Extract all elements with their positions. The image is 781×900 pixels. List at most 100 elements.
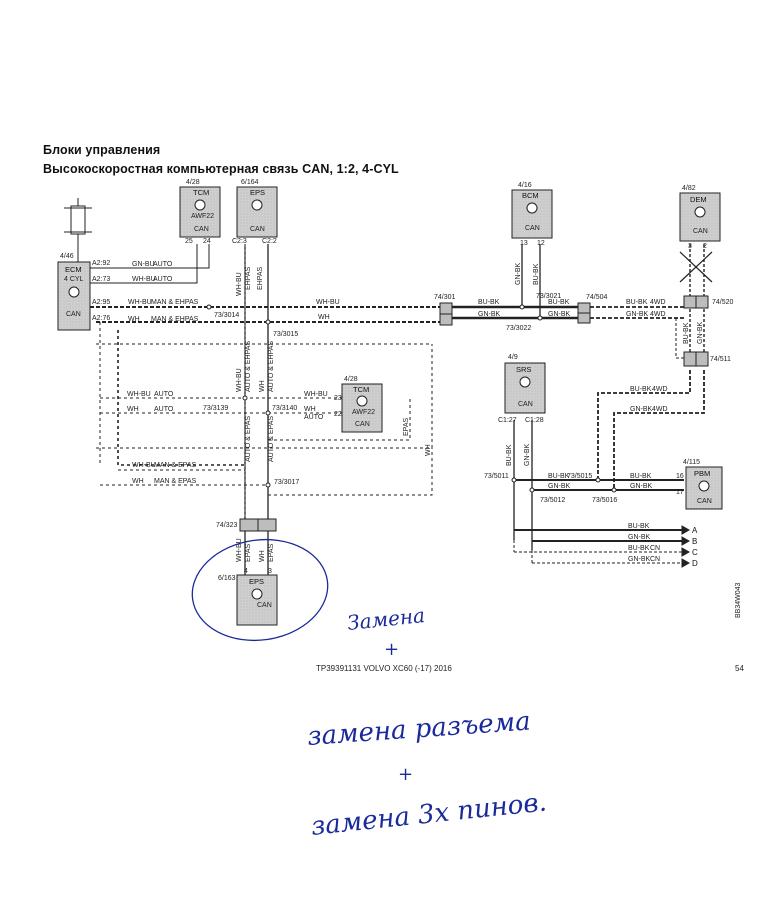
pbm-ecu-icon xyxy=(698,480,710,492)
wl-wh-4: WH xyxy=(304,406,316,413)
splice-5015-dot xyxy=(595,477,601,483)
splice-3015-dot xyxy=(265,319,271,325)
wl-gnbu-1: GN-BU xyxy=(132,261,155,268)
wl-auto-5: AUTO xyxy=(304,414,324,421)
module-dem: 4/82 DEM CAN 3 2 xyxy=(679,185,721,250)
arrow-b xyxy=(681,536,691,546)
ecm-pin-3: A2:95 xyxy=(92,299,110,306)
tcm-mid-name: TCM xyxy=(353,385,369,394)
tcm-mid-pin-1: 23 xyxy=(334,395,342,402)
eps-bottom-pin-1: 4 xyxy=(244,568,248,575)
wl-v-ehpas-2: EHPAS xyxy=(257,266,264,290)
eps-bottom-pin-2: 3 xyxy=(268,568,272,575)
wl-cn-2: CN xyxy=(650,556,660,563)
c74-511-label: 74/511 xyxy=(710,356,731,363)
wl-gnbk-7: GN-BK xyxy=(628,534,651,541)
wl-auto-2: AUTO xyxy=(153,276,173,283)
eps-top-pin-2: C2:2 xyxy=(262,238,277,245)
srs-pin-1: C1:27 xyxy=(498,417,517,424)
connector-74-301: 74/301 xyxy=(434,294,456,326)
page-number: 54 xyxy=(735,664,744,673)
wl-bubk-4: BU-BK xyxy=(630,386,652,393)
dem-can: CAN xyxy=(693,228,708,235)
hand-line-3: замена 3х пинов. xyxy=(310,787,548,842)
wl-manepas-2: MAN & EPAS xyxy=(154,478,197,485)
wl-bubk-1: BU-BK xyxy=(478,299,500,306)
module-tcm-top: 4/28 TCM AWF22 CAN 25 24 xyxy=(179,179,221,245)
dem-pin-2: 2 xyxy=(703,243,707,250)
ecm-ecu-icon xyxy=(68,286,80,298)
splice-5011-label: 73/5011 xyxy=(484,473,509,480)
splice-3017-label: 73/3017 xyxy=(274,479,299,486)
tcm-top-name: TCM xyxy=(193,188,209,197)
output-c: C xyxy=(692,548,698,557)
splice-3022-label: 73/3022 xyxy=(506,325,531,332)
tcm-mid-pin-2: 22 xyxy=(334,411,342,418)
pbm-pin-2: 17 xyxy=(676,489,684,496)
wl-gnbk-8: GN-BK xyxy=(628,556,651,563)
c74-504-label: 74/504 xyxy=(586,294,608,301)
wl-v-autoepas-2: AUTO & EPAS xyxy=(268,416,275,462)
eps-top-can: CAN xyxy=(250,226,265,233)
hand-plus-1: + xyxy=(384,639,399,660)
wl-v-gnbk-3: GN-BK xyxy=(697,322,704,345)
ecm-sub: 4 CYL xyxy=(64,276,84,283)
wl-v-autoehpas-1: AUTO & EHPAS xyxy=(245,341,252,392)
bcm-ref: 4/16 xyxy=(518,182,532,189)
tcm-top-ref: 4/28 xyxy=(186,179,200,186)
splice-5016-dot xyxy=(611,487,617,493)
dem-loop xyxy=(675,318,684,359)
wl-whbu-2: WH-BU xyxy=(128,299,152,306)
module-eps-top: 6/164 EPS CAN C2:3 C2:2 xyxy=(232,179,278,245)
wire-ecm-tcm-whbu xyxy=(90,244,198,284)
wl-v-whbu-2: WH-BU xyxy=(236,368,243,392)
connector-74-504: 74/504 xyxy=(577,294,608,324)
c74-520-label: 74/520 xyxy=(712,299,734,306)
wire-layer xyxy=(77,198,713,578)
arrow-a xyxy=(681,525,691,535)
wl-bubk-8: BU-BK xyxy=(628,545,650,552)
ecm-pin-1: A2:92 xyxy=(92,260,110,267)
wl-wh-1: WH xyxy=(128,316,140,323)
pbm-pin-1: 16 xyxy=(676,473,684,480)
wl-auto-4: AUTO xyxy=(154,406,174,413)
c74-301-label: 74/301 xyxy=(434,294,456,301)
splice-3140-dot xyxy=(265,410,271,416)
vert-left-2 xyxy=(117,330,245,466)
hand-line-1: Замена xyxy=(346,603,426,635)
splice-5011-dot xyxy=(511,477,517,483)
page-subtitle: Высокоскоростная компьютерная связь CAN,… xyxy=(43,162,399,176)
wl-gnbk-1: GN-BK xyxy=(478,311,501,318)
wl-v-bubk-3: BU-BK xyxy=(683,322,690,344)
wl-whbu-5: WH-BU xyxy=(304,391,328,398)
wl-4wd-2: 4WD xyxy=(650,311,666,318)
tcm-mid-can: CAN xyxy=(355,421,370,428)
wl-bubk-6: BU-BK xyxy=(630,473,652,480)
wl-v-autoehpas-2: AUTO & EHPAS xyxy=(268,341,275,392)
bcm-pin-2: 12 xyxy=(537,240,545,247)
ecm-pin-4: A2:76 xyxy=(92,315,110,322)
wl-bubk-7: BU-BK xyxy=(628,523,650,530)
wl-v-wh-2: WH xyxy=(259,550,266,562)
wl-gnbk-2: GN-BK xyxy=(548,311,571,318)
splice-5015-label: 73/5015 xyxy=(567,473,592,480)
output-a: A xyxy=(692,526,698,535)
pbm-can: CAN xyxy=(697,498,712,505)
pbm-ref: 4/115 xyxy=(683,459,700,466)
bcm-name: BCM xyxy=(522,191,539,200)
arrow-c xyxy=(681,547,691,557)
wl-bubk-3: BU-BK xyxy=(626,299,648,306)
footer-doc-id: TP39391131 VOLVO XC60 (-17) 2016 xyxy=(316,664,452,673)
tcm-top-pin-1: 25 xyxy=(185,238,193,245)
module-ecm: 4/46 ECM 4 CYL CAN A2:92 A2:73 A2:95 A2:… xyxy=(57,253,110,331)
splice-3017-dot xyxy=(265,482,271,488)
eps-bottom-can: CAN xyxy=(257,602,272,609)
splice-3139-dot xyxy=(242,395,248,401)
wl-manehpas-1: MAN & EHPAS xyxy=(151,299,199,306)
tcm-top-can: CAN xyxy=(194,226,209,233)
wl-cn-1: CN xyxy=(650,545,660,552)
pbm-name: PBM xyxy=(694,469,710,478)
ecm-can: CAN xyxy=(66,311,81,318)
srs-name: SRS xyxy=(516,365,531,374)
